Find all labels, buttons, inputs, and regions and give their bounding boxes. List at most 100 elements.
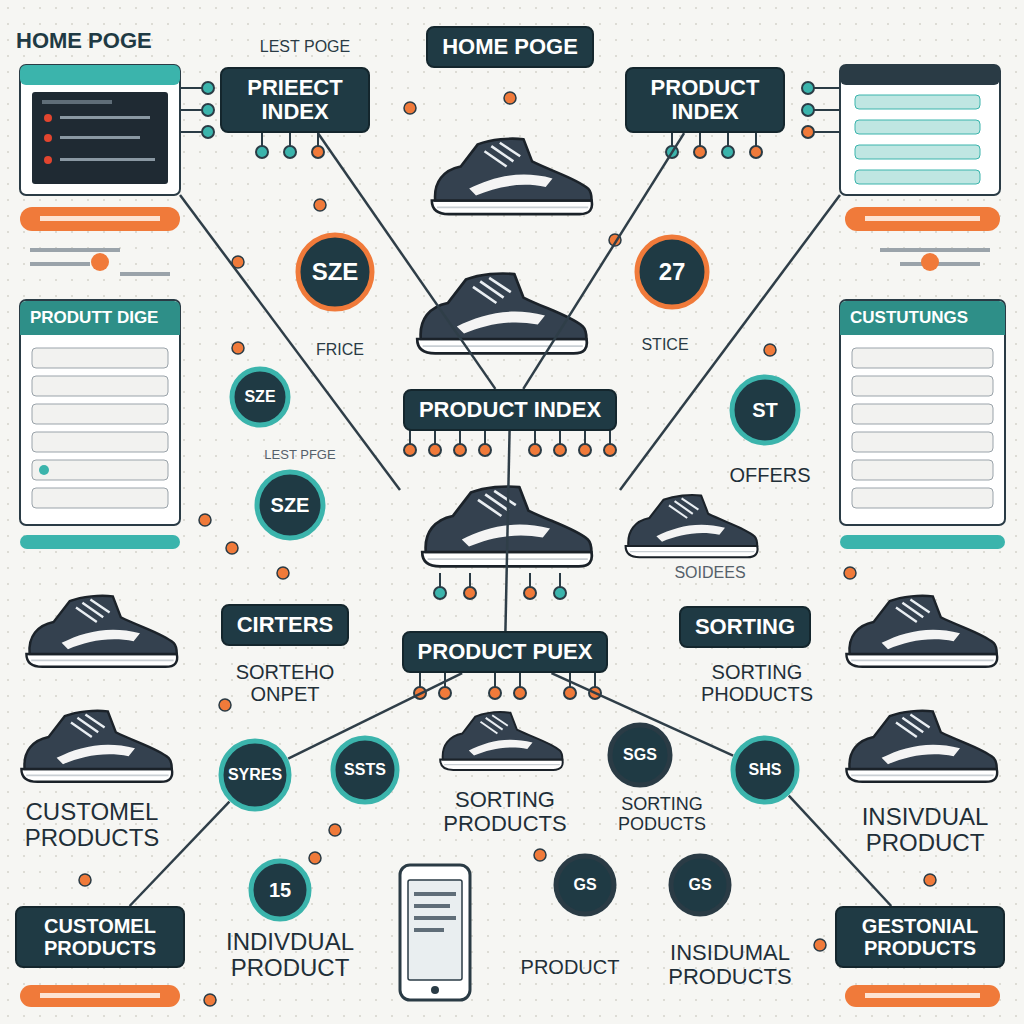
accent-dot: [226, 542, 238, 554]
text-label: SORTING PHODUCTS: [687, 661, 827, 705]
accent-dot: [204, 994, 216, 1006]
phone-icon: [408, 880, 462, 980]
index-box: PRODUCT PUEX: [402, 631, 609, 673]
sneaker-picture: [846, 596, 997, 667]
accent-dot: [232, 256, 244, 268]
list-panel: [852, 348, 993, 368]
circle-outline: [637, 237, 707, 307]
sneaker-picture: [432, 139, 592, 214]
list-panel: [32, 348, 168, 368]
browser-panel: [855, 95, 980, 109]
browser-panel: [840, 65, 1000, 195]
text-label: LEST POGE: [245, 38, 365, 56]
stem-dots: [429, 444, 441, 456]
node-text: SGS: [623, 746, 657, 764]
circle-outline: [257, 472, 323, 538]
list-panel: [840, 300, 1005, 525]
node-text: HOME POGE: [442, 35, 578, 59]
node-text: PRODUCT INDEX: [419, 398, 601, 422]
circle-outline: [610, 725, 670, 785]
browser-panel: [880, 248, 990, 252]
text-label: CUSTOMEL PRODUCTS: [7, 799, 177, 852]
browser-panel: [802, 104, 814, 116]
accent-dot: [534, 849, 546, 861]
list-panel: [32, 404, 168, 424]
circle-outline: [733, 738, 797, 802]
footer-bar: [845, 985, 1000, 1007]
browser-panel: [20, 65, 180, 195]
stem-dots: [604, 444, 616, 456]
browser-panel: [855, 170, 980, 184]
browser-panel: [921, 253, 939, 271]
value-circle: ST: [729, 374, 801, 446]
node-text: GS: [573, 876, 596, 894]
node-text: SYRES: [228, 766, 282, 784]
circle-outline: [671, 856, 729, 914]
browser-panel: [812, 88, 840, 132]
text-label: PRODUCT: [515, 956, 625, 978]
phone-icon: [400, 865, 470, 1000]
index-box: GESTONIAL PRODUCTS: [835, 906, 1005, 968]
sneaker-picture: [626, 495, 758, 557]
circle-outline: [221, 741, 289, 809]
node-text: SORTING: [695, 615, 795, 639]
node-text: PRIEECT INDEX: [236, 76, 354, 124]
browser-panel: [60, 116, 150, 119]
footer-bar: [40, 993, 160, 998]
index-box: CIRTERS: [221, 604, 350, 646]
browser-panel: [900, 262, 980, 266]
value-circle: SZE: [295, 232, 375, 312]
stem-dots: [404, 444, 416, 456]
browser-panel: [855, 145, 980, 159]
stem-dots: [514, 687, 526, 699]
browser-panel: [91, 253, 109, 271]
value-circle: GS: [553, 853, 617, 917]
list-panel: [840, 535, 1005, 549]
stem-dots: [579, 444, 591, 456]
browser-panel: [20, 207, 180, 231]
stem-dots: [529, 444, 541, 456]
list-panel: [20, 535, 180, 549]
stem-dots: [284, 146, 296, 158]
sneaker-picture: [21, 711, 172, 782]
index-box: PRODUCT INDEX: [403, 389, 617, 431]
browser-panel: [40, 216, 160, 221]
list-panel: [20, 300, 180, 525]
browser-panel: [20, 65, 214, 276]
node-text: GESTONIAL PRODUCTS: [851, 915, 989, 959]
browser-panel: [30, 262, 90, 266]
accent-dot: [232, 342, 244, 354]
list-panel: [852, 460, 993, 480]
text-label: SORTING PRODUCTS: [425, 788, 585, 836]
node-text: PRODUCT INDEX: [641, 76, 769, 124]
circle-outline: [556, 856, 614, 914]
browser-panel: [120, 272, 170, 276]
text-label: STICE: [625, 336, 705, 354]
text-label: INDIVDUAL PRODUCT: [205, 929, 375, 982]
node-text: CUSTOMEL PRODUCTS: [31, 915, 169, 959]
text-label: SOIDEES: [660, 564, 760, 582]
list-panel: [20, 300, 180, 549]
node-text: 27: [659, 259, 686, 285]
accent-dot: [199, 514, 211, 526]
stem-dots: [256, 146, 268, 158]
stem-dots: [479, 444, 491, 456]
node-text: PRODUTT DIGE: [30, 309, 170, 328]
browser-panel: [44, 156, 52, 164]
stem-dots: [489, 687, 501, 699]
stem-dots: [722, 146, 734, 158]
node-text: 15: [269, 879, 291, 901]
value-circle: SGS: [607, 722, 673, 788]
footer-bar: [20, 985, 180, 1007]
node-text: SZE: [271, 494, 310, 516]
accent-dot: [329, 824, 341, 836]
stem-dots: [554, 444, 566, 456]
browser-panel: [855, 120, 980, 134]
node-text: SHS: [749, 761, 782, 779]
browser-panel: [845, 207, 1000, 231]
browser-panel: [44, 114, 52, 122]
list-panel: [852, 404, 993, 424]
stem-dots: [454, 444, 466, 456]
footer-bar: [20, 985, 1000, 1007]
